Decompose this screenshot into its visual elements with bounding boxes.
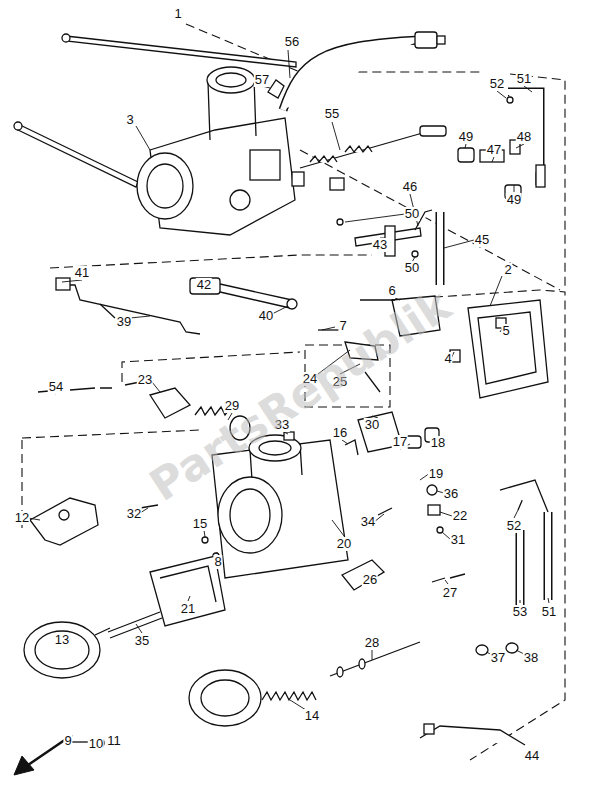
callout-number: 17 xyxy=(392,435,408,449)
callout-number: 49 xyxy=(458,130,474,144)
callout-number: 22 xyxy=(452,509,468,523)
callout-number: 53 xyxy=(512,605,528,619)
callout-number: 54 xyxy=(48,380,64,394)
callout-number: 11 xyxy=(106,734,122,748)
callout-number: 27 xyxy=(442,586,458,600)
callout-number: 31 xyxy=(450,533,466,547)
callout-number: 2 xyxy=(503,263,512,277)
callout-number: 10 xyxy=(88,737,104,751)
callout-number: 49 xyxy=(506,193,522,207)
callout-number: 7 xyxy=(338,319,347,333)
callout-number: 1 xyxy=(173,7,182,21)
callout-number: 57 xyxy=(254,73,270,87)
callout-number: 50 xyxy=(404,207,420,221)
callout-number: 32 xyxy=(126,507,142,521)
callout-number: 39 xyxy=(116,315,132,329)
callout-number: 40 xyxy=(258,309,274,323)
callout-number: 15 xyxy=(192,517,208,531)
callout-number: 35 xyxy=(134,634,150,648)
callout-number: 51 xyxy=(516,72,532,86)
callout-number: 43 xyxy=(372,238,388,252)
callout-number: 42 xyxy=(196,278,212,292)
callout-number: 36 xyxy=(443,487,459,501)
callout-number: 30 xyxy=(364,418,380,432)
callout-number: 23 xyxy=(137,373,153,387)
leader-lines xyxy=(28,50,549,710)
callout-number: 21 xyxy=(180,602,196,616)
callout-number: 37 xyxy=(490,651,506,665)
callout-number: 51 xyxy=(541,605,557,619)
callout-number: 44 xyxy=(524,749,540,763)
callout-number: 52 xyxy=(506,519,522,533)
callout-number: 26 xyxy=(362,573,378,587)
callout-number: 14 xyxy=(304,709,320,723)
callout-number: 56 xyxy=(284,35,300,49)
callout-number: 20 xyxy=(336,537,352,551)
callout-number: 13 xyxy=(54,633,70,647)
callout-number: 45 xyxy=(474,233,490,247)
callout-number: 6 xyxy=(387,284,396,298)
callout-number: 16 xyxy=(332,426,348,440)
assembly-frame xyxy=(22,24,565,760)
callout-number: 4 xyxy=(443,352,452,366)
callout-number: 46 xyxy=(402,180,418,194)
callout-number: 3 xyxy=(125,113,134,127)
parts xyxy=(14,32,548,748)
callout-number: 47 xyxy=(486,143,502,157)
callout-number: 55 xyxy=(324,107,340,121)
callout-number: 8 xyxy=(213,555,222,569)
callout-number: 41 xyxy=(74,266,90,280)
callout-number: 9 xyxy=(63,734,72,748)
callout-number: 38 xyxy=(523,651,539,665)
callout-number: 48 xyxy=(516,130,532,144)
direction-arrow xyxy=(14,735,72,775)
callout-number: 5 xyxy=(501,324,510,338)
callout-number: 18 xyxy=(430,436,446,450)
callout-number: 28 xyxy=(364,636,380,650)
callout-number: 19 xyxy=(428,467,444,481)
callout-number: 34 xyxy=(360,515,376,529)
callout-number: 12 xyxy=(14,511,30,525)
callout-number: 50 xyxy=(404,261,420,275)
callout-number: 52 xyxy=(489,77,505,91)
